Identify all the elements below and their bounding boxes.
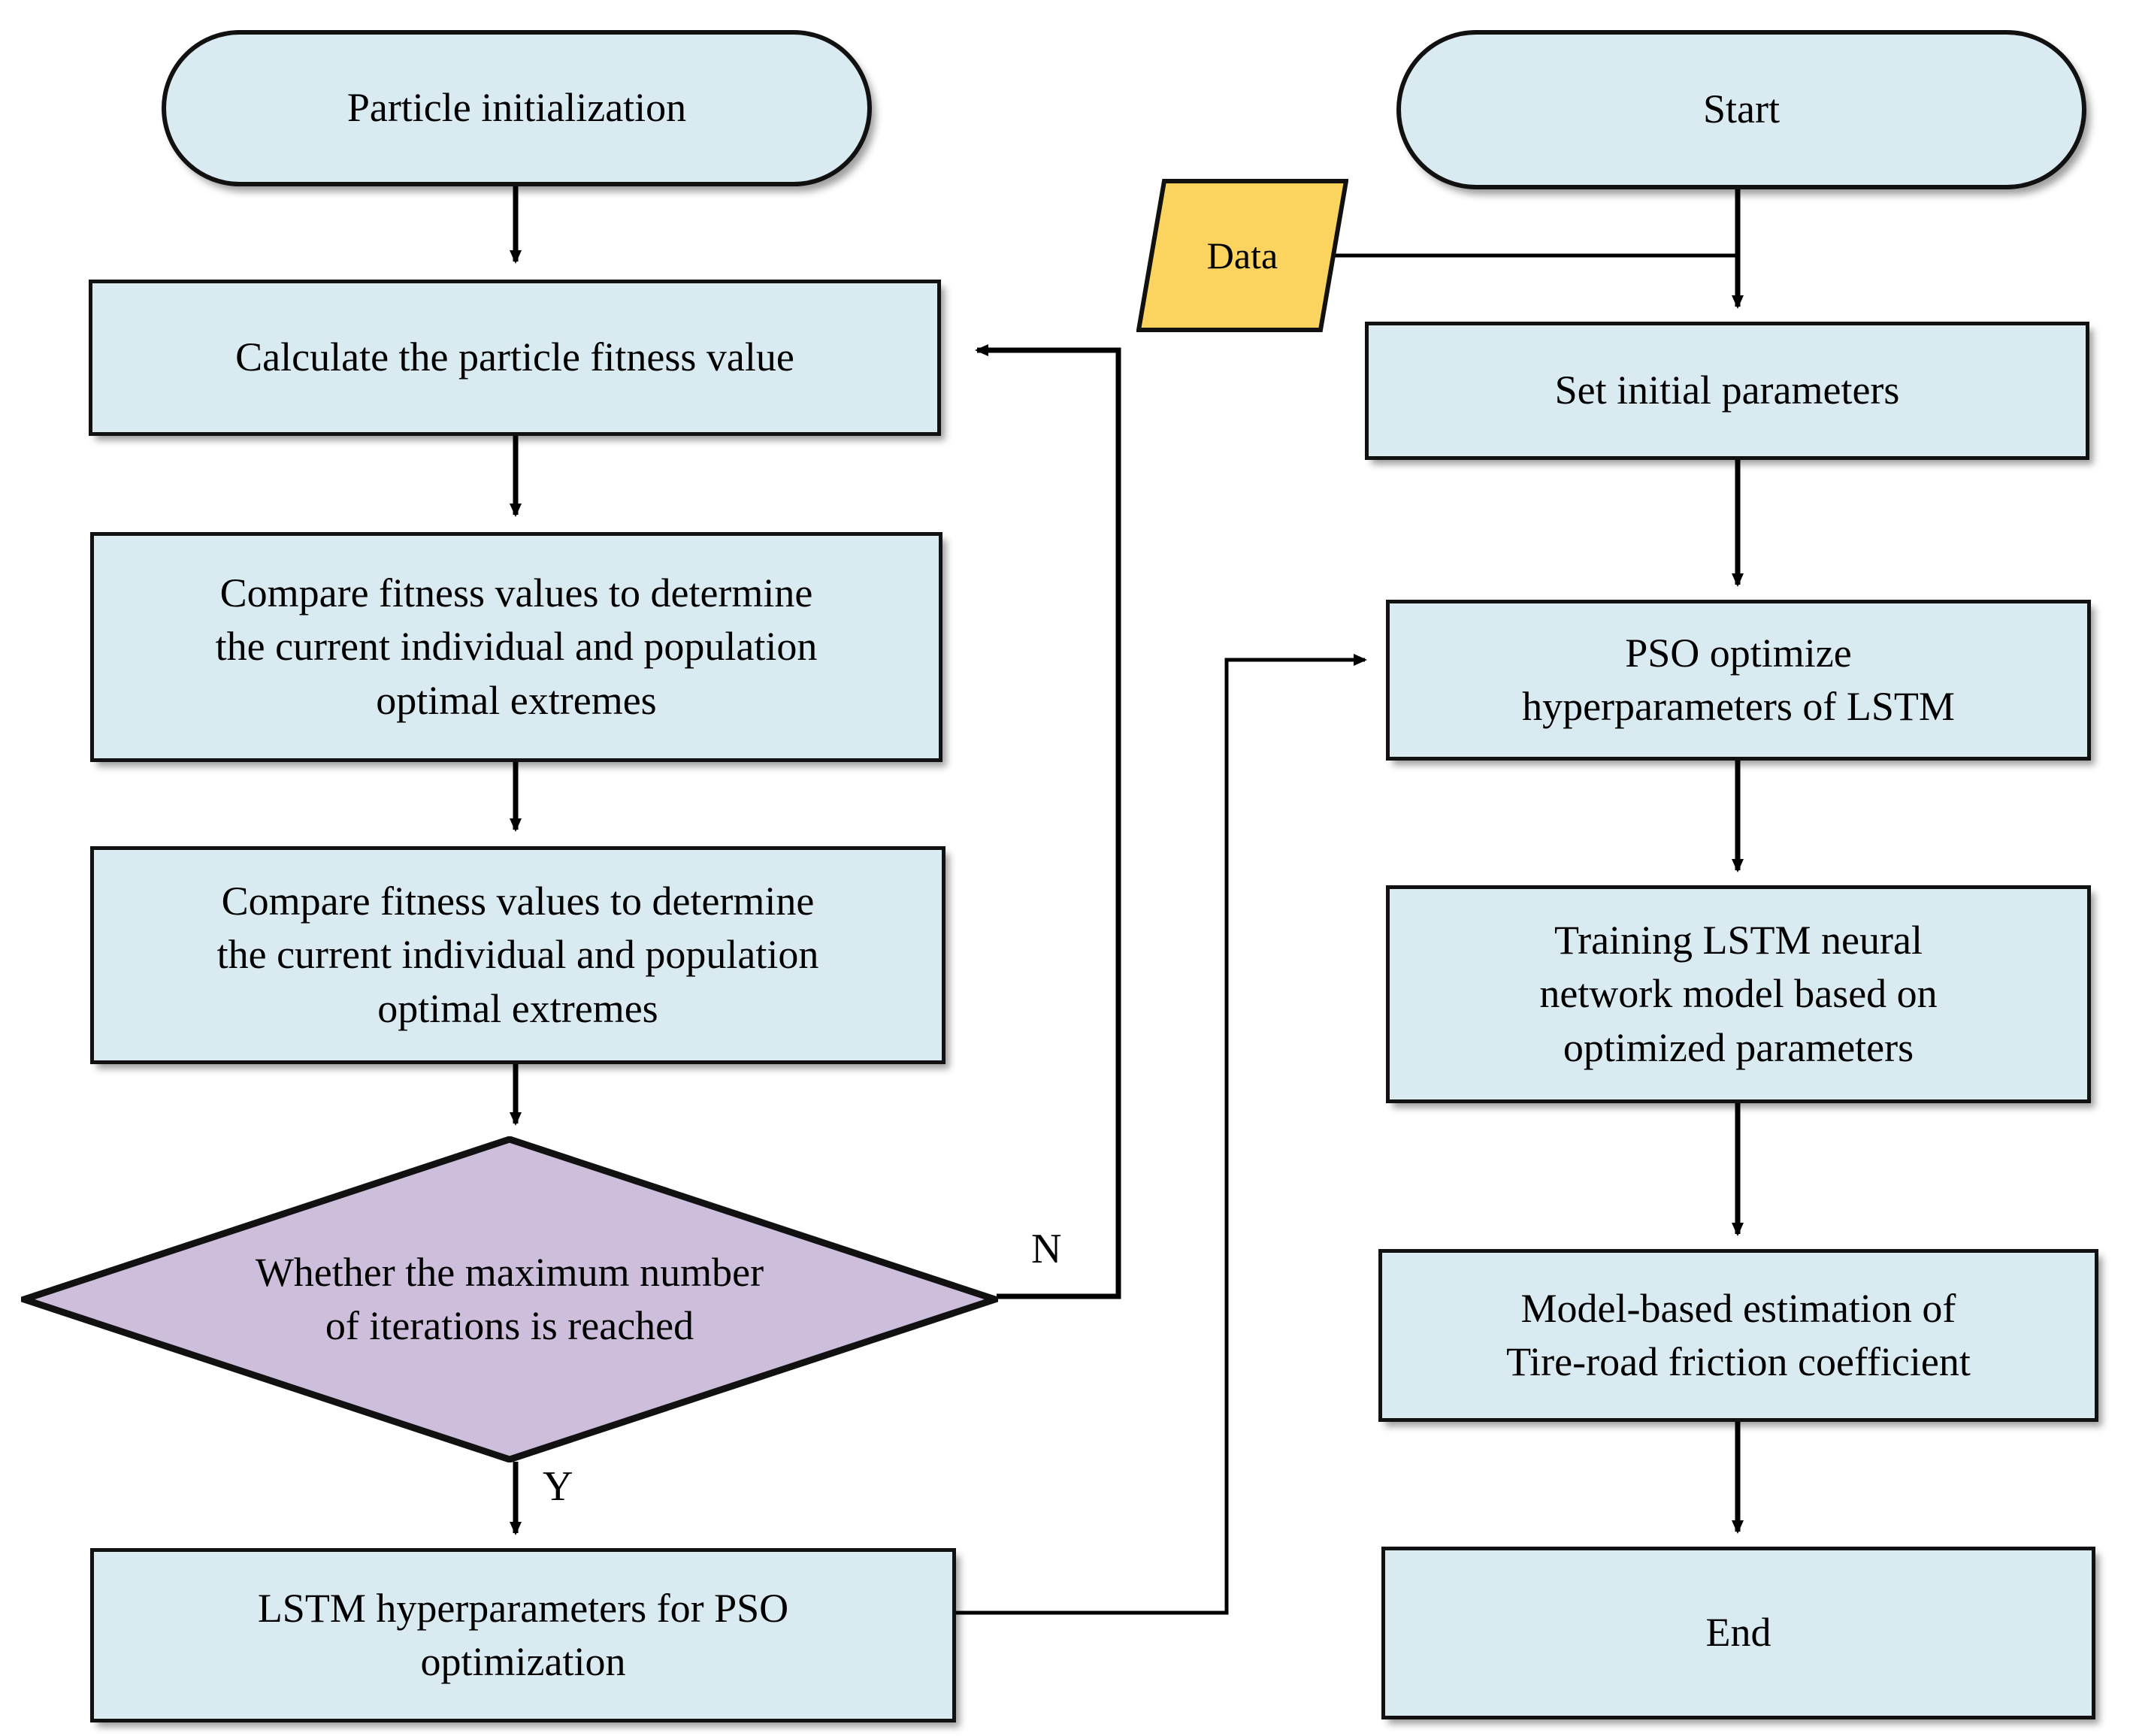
node-label-data: Data	[1206, 234, 1278, 277]
node-lstm-hyperparameters[interactable]: LSTM hyperparameters for PSO optimizatio…	[90, 1548, 956, 1722]
node-decision-max-iterations[interactable]: Whether the maximum number of iterations…	[21, 1136, 998, 1462]
edge-lstm-to-pso	[956, 654, 1367, 1615]
node-start[interactable]: Start	[1396, 30, 2086, 189]
data-parallelogram-fill	[1136, 179, 1348, 332]
node-label-compare-fitness-2: Compare fitness values to determine the …	[216, 879, 819, 1031]
node-pso-optimize[interactable]: PSO optimize hyperparameters of LSTM	[1386, 600, 2091, 761]
node-label-calculate-fitness: Calculate the particle fitness value	[235, 334, 794, 380]
node-data[interactable]: Data	[1136, 179, 1348, 332]
node-end[interactable]: End	[1381, 1547, 2095, 1719]
node-training-lstm[interactable]: Training LSTM neural network model based…	[1386, 885, 2091, 1103]
edge-decision-no-feedback	[975, 344, 1121, 1299]
decision-diamond-outline	[21, 1136, 998, 1462]
node-model-based-estimation[interactable]: Model-based estimation of Tire-road fric…	[1378, 1249, 2098, 1422]
node-label-lstm-hyperparameters: LSTM hyperparameters for PSO optimizatio…	[257, 1585, 789, 1684]
node-label-set-initial-parameters: Set initial parameters	[1554, 367, 1900, 413]
node-particle-initialization[interactable]: Particle initialization	[162, 30, 872, 186]
node-compare-fitness-2[interactable]: Compare fitness values to determine the …	[90, 846, 945, 1064]
edge-label-no: N	[1031, 1226, 1062, 1272]
node-label-decision-max-iterations: Whether the maximum number of iterations…	[255, 1249, 764, 1348]
node-label-start: Start	[1703, 86, 1780, 132]
node-label-particle-initialization: Particle initialization	[346, 85, 687, 131]
node-label-pso-optimize: PSO optimize hyperparameters of LSTM	[1522, 630, 1955, 729]
node-label-training-lstm: Training LSTM neural network model based…	[1539, 918, 1938, 1070]
node-label-model-based-estimation: Model-based estimation of Tire-road fric…	[1506, 1285, 1971, 1384]
node-label-compare-fitness-1: Compare fitness values to determine the …	[215, 570, 818, 723]
node-compare-fitness-1[interactable]: Compare fitness values to determine the …	[90, 532, 942, 762]
data-parallelogram-outline	[1136, 179, 1348, 332]
node-calculate-fitness[interactable]: Calculate the particle fitness value	[89, 280, 941, 436]
node-set-initial-parameters[interactable]: Set initial parameters	[1365, 322, 2089, 460]
edge-label-yes: Y	[543, 1463, 573, 1510]
node-label-end: End	[1705, 1610, 1771, 1656]
